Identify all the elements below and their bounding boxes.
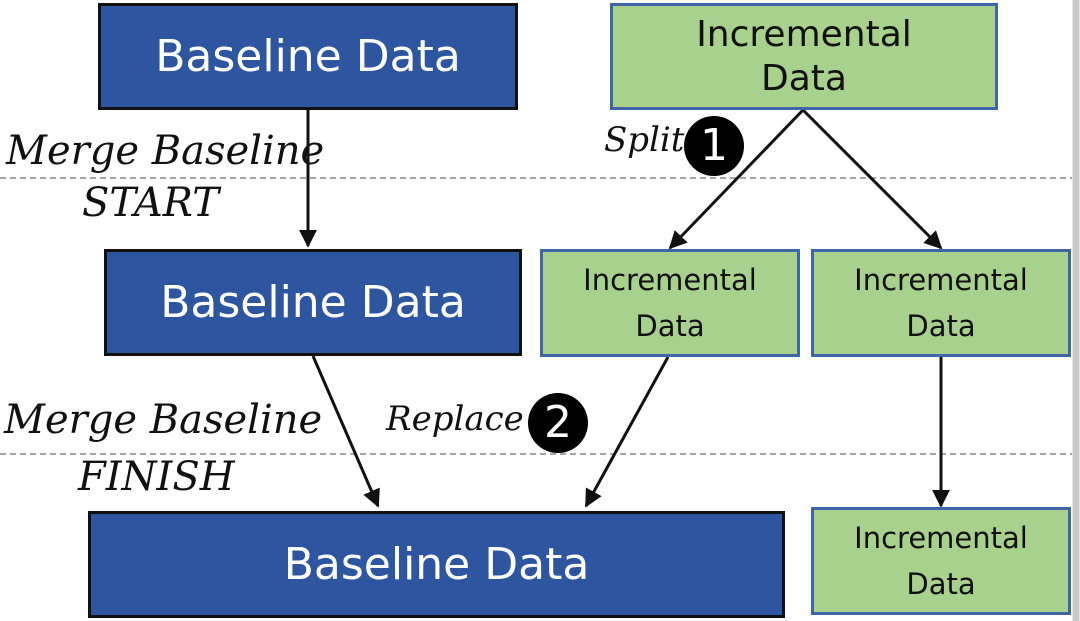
split-step-label: Split: [604, 120, 685, 160]
baseline-data-middle: Baseline Data: [104, 249, 522, 356]
stage-start-label-line1: Merge Baseline: [6, 128, 325, 174]
vertical-scrollbar[interactable]: [1072, 0, 1080, 621]
incremental-data-split-right: Incremental Data: [811, 249, 1071, 357]
incremental-data-split-right-line1: Incremental: [854, 263, 1028, 297]
stage-finish-label-line1: Merge Baseline: [4, 397, 323, 443]
scrollbar-thumb[interactable]: [1073, 0, 1079, 621]
arrow-split-right: [801, 108, 943, 250]
baseline-data-middle-label: Baseline Data: [160, 277, 466, 328]
baseline-data-top-label: Baseline Data: [155, 31, 461, 82]
stage-finish-label-line2: FINISH: [78, 454, 235, 500]
incremental-data-split-right-line2: Data: [906, 309, 976, 343]
incremental-data-split-left: Incremental Data: [540, 249, 800, 357]
incremental-data-bottom-line2: Data: [906, 567, 976, 601]
incremental-data-split-left-line1: Incremental: [583, 263, 757, 297]
arrow-baseline-mid-to-bottom: [311, 355, 380, 508]
incremental-data-split-left-line2: Data: [635, 309, 705, 343]
replace-step-label: Replace: [386, 399, 524, 439]
incremental-data-bottom: Incremental Data: [811, 507, 1071, 615]
incremental-data-top-line2: Data: [761, 57, 847, 99]
stage-start-label-line2: START: [82, 180, 219, 226]
incremental-data-top: Incremental Data: [610, 3, 998, 110]
incremental-data-top-line1: Incremental: [696, 13, 912, 55]
baseline-data-bottom-label: Baseline Data: [283, 539, 590, 590]
step-1-badge: 1: [684, 116, 744, 176]
step-2-badge: 2: [528, 393, 588, 453]
baseline-data-bottom: Baseline Data: [88, 511, 785, 618]
arrow-replace: [584, 356, 670, 508]
baseline-data-top: Baseline Data: [98, 3, 518, 110]
arrow-split-left: [668, 108, 805, 250]
incremental-data-bottom-line1: Incremental: [854, 521, 1028, 555]
